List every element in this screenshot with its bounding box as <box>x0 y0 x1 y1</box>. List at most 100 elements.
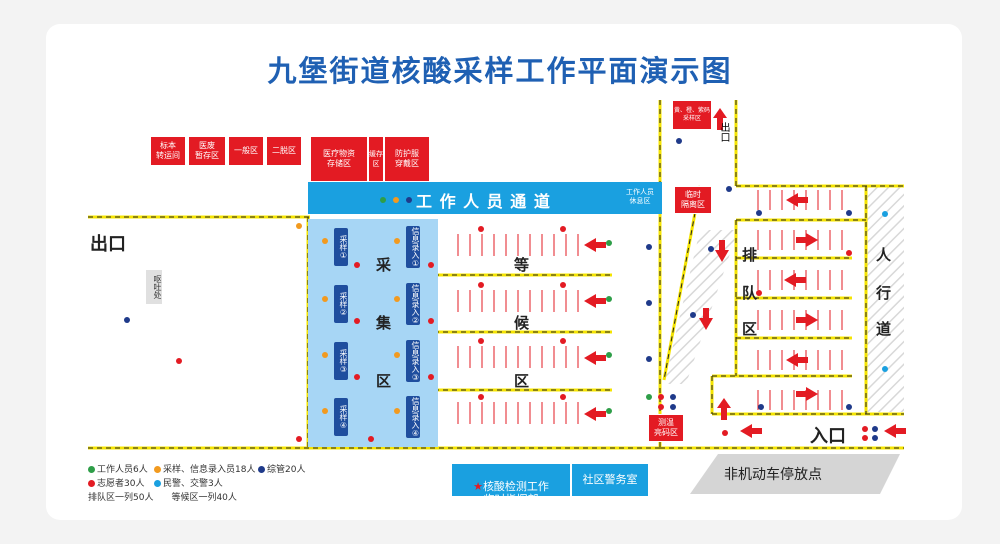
sample-zone-char-3: 区 <box>376 372 392 390</box>
parking-area <box>690 454 900 494</box>
ramp-hatch <box>664 230 738 384</box>
command-center-label: 核酸检测工作 临时指挥部 <box>482 480 549 506</box>
staff-dot <box>606 408 612 414</box>
medical-supply-area: 医疗物资 存储区 <box>310 136 368 182</box>
risk-code-sampling-area: 黄、橙、紫码 采样区 <box>672 100 712 130</box>
legend-staff: 工作人员6人 <box>88 462 148 475</box>
volunteer-dot <box>428 374 434 380</box>
police-dot <box>882 211 888 217</box>
legend-staff-text: 工作人员6人 <box>97 465 148 475</box>
second-undress-area: 二脱区 <box>266 136 302 166</box>
volunteer-dot <box>478 282 484 288</box>
medical-waste-area: 医废 暂存区 <box>188 136 226 166</box>
volunteer-dot <box>846 250 852 256</box>
queue-zone-char-1: 排 <box>742 246 758 264</box>
legend-security-swatch <box>258 466 265 473</box>
walkway-char-3: 道 <box>876 320 892 338</box>
sampler-dot <box>394 238 400 244</box>
legend-police: 民警、交警3人 <box>154 476 223 489</box>
security-dot <box>670 394 676 400</box>
volunteer-dot <box>658 404 664 410</box>
legend-police-swatch <box>154 480 161 487</box>
staff-rest-area: 工作人员 休息区 <box>626 188 654 205</box>
volunteer-dot <box>478 338 484 344</box>
legend-security: 综管20人 <box>258 462 305 475</box>
sample-zone-char-2: 集 <box>376 314 392 332</box>
sampler-dot <box>394 352 400 358</box>
volunteer-dot <box>478 226 484 232</box>
staff-dot <box>646 394 652 400</box>
info-station-1: 信息录入① <box>406 226 420 268</box>
security-dot <box>406 197 412 203</box>
legend-security-text: 综管20人 <box>267 465 306 475</box>
sample-zone-char-1: 采 <box>376 256 392 274</box>
volunteer-dot <box>862 426 868 432</box>
volunteer-dot <box>354 318 360 324</box>
volunteer-dot <box>478 394 484 400</box>
police-dot <box>882 366 888 372</box>
sample-station-1: 采样① <box>334 228 348 266</box>
walkway-char-2: 行 <box>876 284 892 302</box>
sampler-dot <box>394 408 400 414</box>
sampler-dot <box>322 296 328 302</box>
security-dot <box>872 426 878 432</box>
queue-zone-char-2: 队 <box>742 284 758 302</box>
staff-dot <box>606 296 612 302</box>
info-station-3: 信息录入③ <box>406 340 420 382</box>
sampler-dot <box>322 352 328 358</box>
security-dot <box>690 312 696 318</box>
sampler-dot <box>393 197 399 203</box>
sample-station-3: 采样③ <box>334 342 348 380</box>
legend-police-text: 民警、交警3人 <box>163 479 223 489</box>
volunteer-dot <box>354 374 360 380</box>
info-station-2: 信息录入② <box>406 283 420 325</box>
sampler-dot <box>322 238 328 244</box>
volunteer-dot <box>560 338 566 344</box>
entrance-label: 入口 <box>810 426 846 447</box>
security-dot <box>872 435 878 441</box>
security-dot <box>846 404 852 410</box>
legend-note: 排队区一列50人 等候区一列40人 <box>88 493 237 503</box>
volunteer-dot <box>560 226 566 232</box>
volunteer-dot <box>354 262 360 268</box>
walkway-char-1: 人 <box>876 246 892 264</box>
security-dot <box>646 244 652 250</box>
volunteer-dot <box>176 358 182 364</box>
specimen-transfer-room: 标本 转运间 <box>150 136 186 166</box>
sample-station-4: 采样④ <box>334 398 348 436</box>
volunteer-dot <box>560 394 566 400</box>
sampler-dot <box>394 296 400 302</box>
security-dot <box>726 186 732 192</box>
temporary-isolation-area: 临时 隔离区 <box>674 186 712 214</box>
security-dot <box>124 317 130 323</box>
security-dot <box>646 300 652 306</box>
wait-zone-char-2: 候 <box>514 314 530 332</box>
wait-zone-char-1: 等 <box>514 256 530 274</box>
vomit-area: 呕吐处 <box>146 270 162 304</box>
staff-dot <box>380 197 386 203</box>
legend-volunteer-swatch <box>88 480 95 487</box>
parking-label: 非机动车停放点 <box>724 467 822 483</box>
volunteer-dot <box>428 262 434 268</box>
sample-station-2: 采样② <box>334 285 348 323</box>
exit-top-label: 出口 <box>718 122 729 142</box>
first-undress-area: 一般区 <box>228 136 264 166</box>
sampler-dot <box>322 408 328 414</box>
wait-zone-char-3: 区 <box>514 372 530 390</box>
legend-sampler: 采样、信息录入员18人 <box>154 462 255 475</box>
volunteer-dot <box>658 394 664 400</box>
queue-zone-char-3: 区 <box>742 320 758 338</box>
volunteer-dot <box>756 290 762 296</box>
security-dot <box>676 138 682 144</box>
temperature-check-area: 测温 亮码区 <box>648 414 684 442</box>
flow-arrows <box>584 108 906 438</box>
volunteer-dot <box>428 318 434 324</box>
volunteer-dot <box>368 436 374 442</box>
legend-sampler-text: 采样、信息录入员18人 <box>163 465 256 475</box>
security-dot <box>758 404 764 410</box>
security-dot <box>646 356 652 362</box>
volunteer-dot <box>722 430 728 436</box>
sampler-dot <box>296 223 302 229</box>
staff-dot <box>606 352 612 358</box>
waiting-stalls <box>450 234 582 424</box>
